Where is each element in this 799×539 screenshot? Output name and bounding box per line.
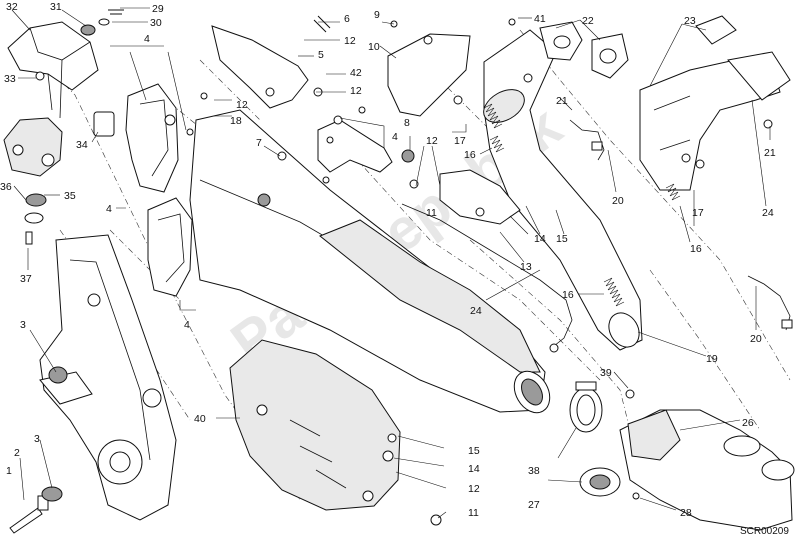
part-exhaust-clamp (569, 381, 603, 433)
part-valve-cable (401, 203, 573, 353)
callout-21a: 21 (556, 95, 568, 107)
callout-30: 30 (150, 17, 162, 29)
callout-10: 10 (368, 41, 380, 53)
callout-17b: 17 (692, 207, 704, 219)
callout-4b: 4 (106, 203, 112, 215)
part-springs (483, 103, 681, 307)
callout-15a: 15 (556, 233, 568, 245)
callout-4c: 4 (184, 319, 190, 331)
callout-41: 40 (194, 413, 206, 425)
callout-31: 31 (50, 1, 62, 13)
callout-25: 24 (470, 305, 482, 317)
callout-11a: 11 (426, 207, 437, 219)
callout-12e: 12 (468, 483, 480, 495)
part-heat-shield-upper (211, 25, 309, 109)
callout-22: 22 (582, 15, 594, 27)
callout-3b: 3 (34, 433, 40, 445)
part-heel-guard-lower (147, 197, 193, 297)
callout-19: 19 (706, 353, 718, 365)
callout-17a: 17 (454, 135, 466, 147)
callout-8: 8 (404, 117, 410, 129)
callout-20b: 20 (750, 333, 762, 345)
callout-12c: 12 (236, 99, 248, 111)
callout-16b: 16 (562, 289, 574, 301)
callout-34: 34 (76, 139, 88, 151)
callout-labels: 29 30 31 32 33 34 36 35 37 3 2 3 1 4 4 4… (0, 1, 776, 519)
callout-4a: 4 (144, 33, 150, 45)
callout-28: 28 (680, 507, 692, 519)
callout-23: 23 (684, 15, 696, 27)
callout-14b: 14 (468, 463, 480, 475)
callout-11b: 11 (468, 507, 479, 519)
callout-37: 37 (20, 273, 32, 285)
callout-18: 18 (230, 115, 242, 127)
part-footpeg-plate (39, 234, 177, 521)
callout-36: 36 (0, 181, 12, 193)
callout-24: 24 (762, 207, 774, 219)
callout-5: 5 (318, 49, 324, 61)
callout-9: 9 (374, 9, 380, 21)
callout-39: 39 (600, 367, 612, 379)
part-heat-shield-lower (229, 339, 401, 511)
callout-1: 1 (6, 465, 12, 477)
callout-16a: 16 (464, 149, 476, 161)
drawing-code: SCR00209 (740, 526, 789, 537)
part-mounting-bracket (317, 119, 393, 184)
callout-3a: 3 (20, 319, 26, 331)
callout-40: 41 (534, 13, 546, 25)
callout-27: 27 (528, 499, 540, 511)
callout-16c: 16 (690, 243, 702, 255)
part-heel-guard-upper (125, 83, 179, 193)
callout-15b: 15 (468, 445, 480, 457)
callout-12d: 12 (426, 135, 438, 147)
callout-14a: 14 (534, 233, 546, 245)
part-heat-shield-middle (387, 33, 471, 117)
part-collector (619, 409, 795, 531)
callout-12b: 12 (350, 85, 362, 97)
leader-lines (11, 7, 771, 519)
part-servo-pulley (579, 467, 621, 497)
callout-21b: 21 (764, 147, 776, 159)
callout-26: 26 (742, 417, 754, 429)
part-mid-pipe (483, 29, 643, 351)
callout-12a: 12 (344, 35, 356, 47)
callout-29: 29 (152, 3, 164, 15)
callout-13: 13 (520, 261, 532, 273)
callout-2: 2 (14, 447, 20, 459)
callout-35: 35 (64, 190, 76, 202)
part-bolts-left (9, 366, 68, 534)
callout-6: 6 (344, 13, 350, 25)
part-flange-gaskets (539, 15, 737, 79)
part-header-pipe (639, 51, 791, 191)
callout-4d: 4 (392, 131, 398, 143)
part-heat-shield-small (439, 169, 521, 225)
part-lambda-sensors (569, 119, 793, 331)
part-actuator-box (3, 111, 115, 177)
callout-32: 32 (6, 1, 18, 13)
callout-42: 42 (350, 67, 362, 79)
callout-7: 7 (256, 137, 262, 149)
part-small-fixings (35, 9, 124, 81)
part-bracket-cover (7, 21, 99, 119)
callout-20a: 20 (612, 195, 624, 207)
callout-38: 38 (528, 465, 540, 477)
part-silencer (189, 109, 551, 414)
callout-33: 33 (4, 73, 16, 85)
part-rubber-mount (24, 193, 47, 245)
